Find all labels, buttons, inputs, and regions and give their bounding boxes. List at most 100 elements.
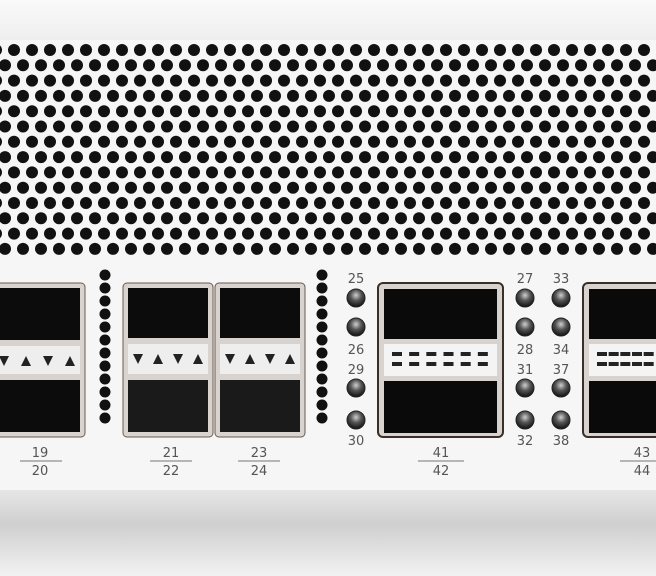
vent-hole bbox=[413, 212, 425, 225]
vent-hole bbox=[359, 181, 371, 194]
vent-hole bbox=[98, 105, 110, 118]
sfp-port-19-20[interactable] bbox=[0, 282, 86, 438]
vent-hole bbox=[242, 135, 254, 148]
vent-hole bbox=[341, 181, 353, 194]
vent-hole bbox=[0, 89, 11, 102]
vent-hole bbox=[134, 74, 146, 87]
port-label-23-24: 23 24 bbox=[238, 446, 280, 479]
status-led-icon bbox=[346, 410, 366, 430]
vent-hole bbox=[557, 212, 569, 225]
vent-hole bbox=[458, 227, 470, 240]
vent-hole bbox=[359, 120, 371, 133]
vent-hole bbox=[467, 242, 479, 255]
vent-hole bbox=[575, 242, 587, 255]
vent-hole bbox=[323, 212, 335, 225]
vent-hole bbox=[215, 151, 227, 164]
vent-hole bbox=[224, 105, 236, 118]
vent-hole bbox=[134, 197, 146, 209]
vent-hole bbox=[89, 212, 101, 225]
vent-hole bbox=[89, 59, 101, 72]
vent-hole bbox=[170, 197, 182, 209]
vent-hole bbox=[530, 105, 542, 118]
qsfp-latch-mark bbox=[443, 352, 454, 356]
status-led-icon bbox=[346, 288, 366, 308]
vent-hole bbox=[467, 151, 479, 164]
vent-hole bbox=[116, 197, 128, 209]
vent-hole bbox=[377, 89, 389, 102]
vent-hole bbox=[476, 135, 488, 148]
led-label-32: 32 bbox=[517, 434, 534, 449]
indicator-dot-columns bbox=[99, 269, 328, 424]
vent-hole bbox=[431, 151, 443, 164]
vent-hole bbox=[575, 181, 587, 194]
qsfp-latch-mark bbox=[620, 362, 631, 366]
vent-hole bbox=[449, 212, 461, 225]
vent-hole bbox=[422, 197, 434, 209]
vent-hole bbox=[80, 197, 92, 209]
vent-hole bbox=[521, 89, 533, 102]
vent-hole bbox=[341, 212, 353, 225]
vent-hole bbox=[521, 120, 533, 133]
qsfp-port-43-44[interactable] bbox=[582, 282, 656, 438]
vent-hole bbox=[521, 242, 533, 255]
vent-hole bbox=[44, 197, 56, 209]
vent-hole bbox=[71, 89, 83, 102]
indicator-dot bbox=[316, 308, 328, 320]
vent-hole bbox=[134, 135, 146, 148]
vent-hole bbox=[314, 74, 326, 87]
vent-hole bbox=[224, 44, 236, 56]
vent-hole bbox=[485, 151, 497, 164]
latch-arrow-icon bbox=[65, 356, 75, 366]
vent-hole bbox=[197, 151, 209, 164]
vent-hole bbox=[116, 135, 128, 148]
vent-hole bbox=[584, 105, 596, 118]
vent-hole bbox=[53, 181, 65, 194]
vent-hole bbox=[440, 135, 452, 148]
indicator-dot bbox=[316, 386, 328, 398]
vent-hole bbox=[458, 166, 470, 179]
vent-hole bbox=[323, 181, 335, 194]
vent-hole bbox=[314, 135, 326, 148]
vent-hole bbox=[413, 181, 425, 194]
vent-hole bbox=[548, 227, 560, 240]
qsfp-latch-mark bbox=[632, 362, 642, 366]
vent-hole bbox=[422, 166, 434, 179]
vent-hole bbox=[251, 242, 263, 255]
qsfp-latch-mark bbox=[643, 352, 654, 356]
qsfp-port-41-42[interactable] bbox=[377, 282, 504, 438]
vent-hole bbox=[287, 212, 299, 225]
vent-hole bbox=[386, 227, 398, 240]
vent-hole bbox=[512, 105, 524, 118]
sfp-port-21-22[interactable] bbox=[122, 282, 214, 438]
vent-hole bbox=[188, 105, 200, 118]
vent-hole bbox=[305, 59, 317, 72]
vent-hole bbox=[17, 181, 29, 194]
vent-hole bbox=[539, 120, 551, 133]
vent-hole bbox=[377, 151, 389, 164]
indicator-dot bbox=[99, 282, 111, 294]
vent-hole bbox=[251, 151, 263, 164]
vent-hole bbox=[647, 242, 656, 255]
vent-hole bbox=[0, 120, 11, 133]
vent-hole bbox=[143, 120, 155, 133]
latch-arrow-icon bbox=[133, 354, 143, 364]
vent-hole bbox=[611, 242, 623, 255]
vent-hole bbox=[161, 181, 173, 194]
vent-hole bbox=[305, 151, 317, 164]
vent-hole bbox=[620, 135, 632, 148]
vent-hole bbox=[593, 59, 605, 72]
vent-hole bbox=[494, 74, 506, 87]
label-20: 20 bbox=[32, 464, 49, 479]
vent-hole bbox=[539, 242, 551, 255]
vent-hole bbox=[467, 89, 479, 102]
vent-hole bbox=[386, 197, 398, 209]
vent-hole bbox=[35, 120, 47, 133]
vent-hole bbox=[197, 59, 209, 72]
sfp-port-23-24[interactable] bbox=[214, 282, 306, 438]
vent-hole bbox=[170, 166, 182, 179]
vent-hole bbox=[395, 242, 407, 255]
vent-hole bbox=[80, 105, 92, 118]
vent-hole bbox=[539, 212, 551, 225]
vent-hole bbox=[566, 44, 578, 56]
vent-hole bbox=[440, 197, 452, 209]
